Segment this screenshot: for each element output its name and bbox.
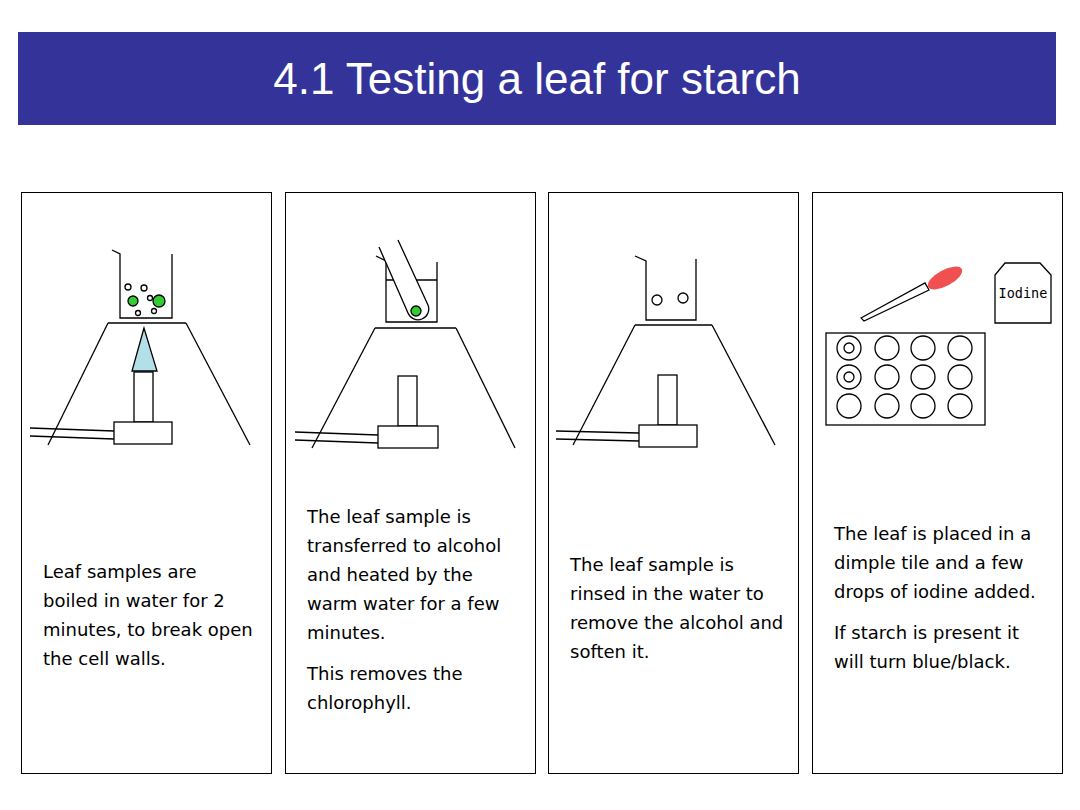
- bottle-label: Iodine: [999, 285, 1048, 301]
- title: 4.1 Testing a leaf for starch: [273, 54, 800, 104]
- test-tube: [379, 240, 429, 320]
- iodine-bottle: [995, 263, 1051, 323]
- step-text: The leaf sample is transferred to alcoho…: [307, 502, 521, 647]
- step-text: The leaf sample is rinsed in the water t…: [570, 550, 784, 666]
- step-panel: Leaf samples are boiled in water for 2 m…: [21, 192, 272, 774]
- step-text: The leaf is placed in a dimple tile and …: [834, 519, 1048, 606]
- beaker: [112, 250, 172, 318]
- step-panel: The leaf sample is rinsed in the water t…: [548, 192, 799, 774]
- step-panel: The leaf is placed in a dimple tile and …: [812, 192, 1063, 774]
- step-text: Leaf samples are boiled in water for 2 m…: [43, 557, 257, 673]
- flame: [132, 328, 157, 371]
- step-text: If starch is present it will turn blue/b…: [834, 618, 1048, 676]
- beaker: [635, 256, 696, 320]
- step-text-area: The leaf sample is rinsed in the water t…: [570, 550, 784, 678]
- dimple-tile: [826, 333, 985, 425]
- title-band: 4.1 Testing a leaf for starch: [18, 32, 1056, 125]
- dropper: [861, 283, 929, 321]
- step-text-area: Leaf samples are boiled in water for 2 m…: [43, 557, 257, 685]
- step-panel: The leaf sample is transferred to alcoho…: [285, 192, 536, 774]
- step-text-area: The leaf is placed in a dimple tile and …: [834, 519, 1048, 688]
- step-text-area: The leaf sample is transferred to alcoho…: [307, 502, 521, 729]
- step-text: This removes the chlorophyll.: [307, 659, 521, 717]
